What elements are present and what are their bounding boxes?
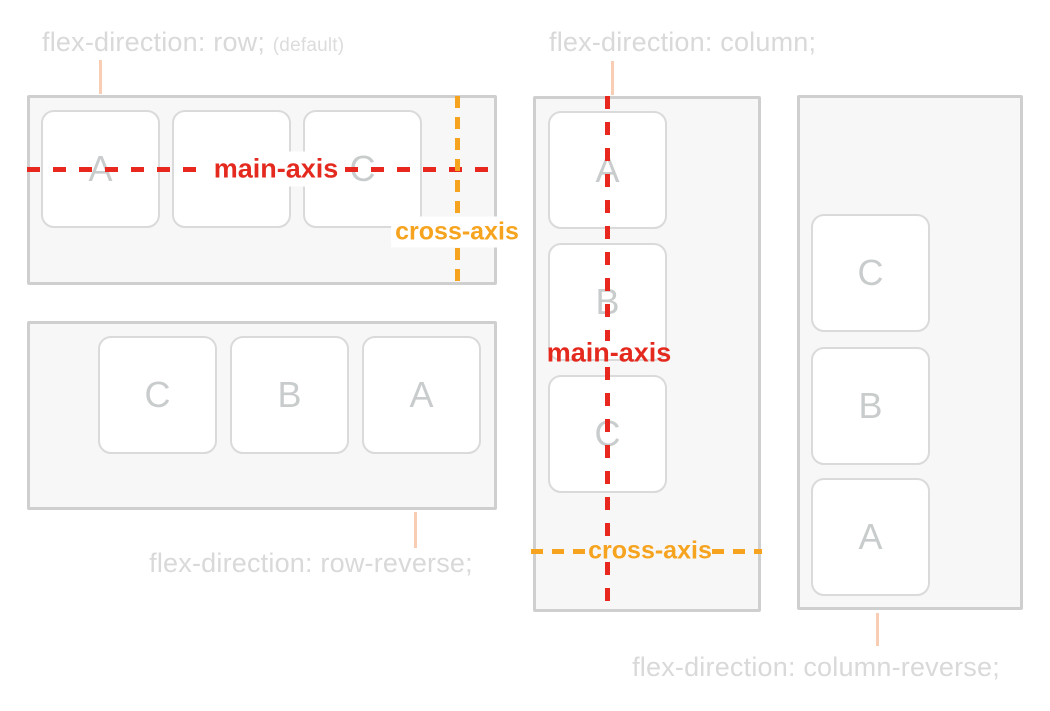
main-axis-line-row-right-segment [345, 167, 497, 172]
cross-axis-line-column-left-segment [531, 549, 587, 554]
main-axis-line-column-middle-segment [605, 367, 610, 538]
flex-item-column-reverse-b: B [811, 347, 930, 465]
cross-axis-line-row-bottom-segment [455, 248, 460, 285]
connector-line-column-reverse [876, 613, 879, 646]
cross-axis-line-column-right-segment [712, 549, 762, 554]
flex-item-column-reverse-a: A [811, 478, 930, 596]
main-axis-label-row: main-axis [207, 151, 345, 187]
connector-line-row-reverse [414, 512, 417, 548]
main-axis-label-column: main-axis [546, 337, 672, 368]
main-axis-line-row-left-segment [27, 167, 203, 172]
flex-item-letter: B [277, 374, 302, 415]
cross-axis-line-row-top-segment [455, 96, 460, 216]
flex-item-letter: B [858, 385, 883, 426]
panel-label-row-suffix: (default) [272, 35, 345, 56]
panel-label-row-reverse: flex-direction: row-reverse; [149, 548, 473, 578]
flex-item-letter: C [857, 252, 884, 293]
main-axis-line-column-bottom-segment [605, 562, 610, 612]
flex-item-letter: A [409, 374, 434, 415]
flex-item-letter: A [858, 516, 883, 557]
flex-item-row-reverse-b: B [230, 336, 349, 454]
panel-label-row-text: flex-direction: row; [42, 27, 266, 57]
flex-item-letter: C [144, 374, 171, 415]
connector-line-row [99, 60, 102, 94]
cross-axis-label-column: cross-axis [588, 536, 712, 565]
flex-item-column-reverse-c: C [811, 214, 930, 332]
main-axis-line-column-top-segment [605, 96, 610, 341]
cross-axis-label-row: cross-axis [391, 216, 523, 248]
panel-label-column-reverse: flex-direction: column-reverse; [632, 652, 1000, 682]
flex-item-row-reverse-a: A [362, 336, 481, 454]
flex-item-row-reverse-c: C [98, 336, 217, 454]
panel-label-row: flex-direction: row; (default) [42, 27, 344, 58]
connector-line-column [611, 61, 614, 95]
panel-label-column: flex-direction: column; [549, 27, 817, 57]
